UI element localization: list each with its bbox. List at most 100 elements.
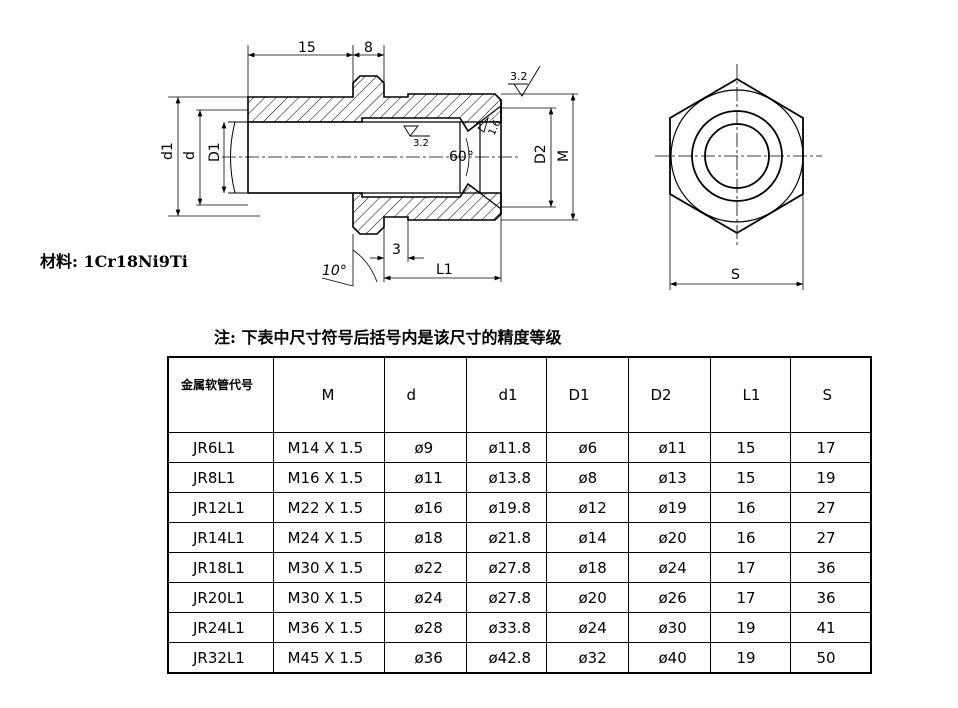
table-cell: JR24L1: [167, 612, 274, 643]
table-cell: ø20: [545, 582, 629, 613]
table-cell: M14 X 1.5: [272, 432, 385, 463]
table-cell: 16: [709, 522, 791, 553]
dim-8-label: 8: [364, 40, 373, 56]
table-cell: JR32L1: [167, 642, 274, 674]
table-cell: 17: [709, 582, 791, 613]
svg-text:3.2: 3.2: [413, 138, 429, 149]
dim-M-label: M: [556, 150, 572, 162]
table-cell: ø27.8: [465, 552, 547, 583]
table-cell: ø8: [545, 462, 629, 493]
table-cell: ø13.8: [465, 462, 547, 493]
dim-L1-label: L1: [436, 262, 453, 278]
table-cell: ø32: [545, 642, 629, 674]
technical-drawing: d1 d D1 D2 M 15 8 3.2 3.2: [160, 40, 822, 290]
header-L1: L1: [709, 356, 791, 433]
table-cell: M30 X 1.5: [272, 582, 385, 613]
header-d: d: [383, 356, 467, 433]
table-cell: ø6: [545, 432, 629, 463]
roughness-symbol-main: 3.2: [508, 65, 541, 97]
dim-D2-label: D2: [533, 144, 549, 164]
header-D2: D2: [627, 356, 711, 433]
table-cell: 27: [789, 492, 872, 523]
table-cell: ø11: [383, 462, 467, 493]
table-cell: JR14L1: [167, 522, 274, 553]
table-header-row: 金属软管代号 M d d1 D1 D2 L1 S: [167, 356, 872, 433]
header-D1: D1: [545, 356, 629, 433]
table-cell: 36: [789, 582, 872, 613]
table-cell: ø14: [545, 522, 629, 553]
table-cell: ø24: [383, 582, 467, 613]
table-cell: M22 X 1.5: [272, 492, 385, 523]
table-cell: ø42.8: [465, 642, 547, 674]
table-cell: JR8L1: [167, 462, 274, 493]
table-cell: 17: [789, 432, 872, 463]
header-M: M: [272, 356, 385, 433]
section-hatch-top: [247, 75, 502, 133]
table-cell: ø11.8: [465, 432, 547, 463]
angle-10-label: 10°: [322, 263, 347, 279]
table-cell: M24 X 1.5: [272, 522, 385, 553]
table-cell: ø12: [545, 492, 629, 523]
table-cell: M16 X 1.5: [272, 462, 385, 493]
table-cell: 41: [789, 612, 872, 643]
table-cell: ø36: [383, 642, 467, 674]
table-cell: ø24: [545, 612, 629, 643]
dim-D1-label: D1: [207, 142, 223, 162]
dim-S-label: S: [731, 267, 740, 283]
table-cell: JR20L1: [167, 582, 274, 613]
table-cell: ø11: [627, 432, 711, 463]
table-cell: JR12L1: [167, 492, 274, 523]
table-cell: ø33.8: [465, 612, 547, 643]
svg-text:3.2: 3.2: [510, 70, 528, 83]
table-cell: ø40: [627, 642, 711, 674]
dim-d1-label: d1: [160, 142, 176, 160]
roughness-symbol-bore: 3.2: [403, 125, 430, 149]
table-cell: ø21.8: [465, 522, 547, 553]
table-cell: ø13: [627, 462, 711, 493]
table-cell: ø16: [383, 492, 467, 523]
header-hose-code: 金属软管代号: [167, 356, 274, 433]
header-d1: d1: [465, 356, 547, 433]
header-S: S: [789, 356, 872, 433]
table-cell: ø19.8: [465, 492, 547, 523]
material-label: 材料: 1Cr18Ni9Ti: [40, 252, 188, 271]
section-hatch-bottom: [248, 182, 502, 235]
table-cell: ø26: [627, 582, 711, 613]
table-cell: 50: [789, 642, 872, 674]
table-cell: 36: [789, 552, 872, 583]
dim-d-label: d: [182, 151, 198, 160]
table-note: 注: 下表中尺寸符号后括号内是该尺寸的精度等级: [214, 328, 562, 347]
table-cell: 19: [709, 612, 791, 643]
table-cell: M36 X 1.5: [272, 612, 385, 643]
table-cell: 27: [789, 522, 872, 553]
table-cell: ø20: [627, 522, 711, 553]
table-cell: JR6L1: [167, 432, 274, 463]
table-cell: ø27.8: [465, 582, 547, 613]
dim-15-label: 15: [298, 40, 316, 56]
table-cell: M45 X 1.5: [272, 642, 385, 674]
table-cell: 19: [789, 462, 872, 493]
table-cell: ø9: [383, 432, 467, 463]
table-cell: ø30: [627, 612, 711, 643]
table-cell: JR18L1: [167, 552, 274, 583]
table-cell: 16: [709, 492, 791, 523]
table-cell: ø24: [627, 552, 711, 583]
table-cell: 19: [709, 642, 791, 674]
table-cell: ø19: [627, 492, 711, 523]
table-cell: ø28: [383, 612, 467, 643]
table-cell: 15: [709, 432, 791, 463]
table-cell: ø18: [383, 522, 467, 553]
angle-60-label: 60°: [449, 149, 474, 165]
table-cell: ø18: [545, 552, 629, 583]
table-cell: 15: [709, 462, 791, 493]
section-view: d1 d D1 D2 M 15 8 3.2 3.2: [160, 40, 578, 287]
table-cell: M30 X 1.5: [272, 552, 385, 583]
